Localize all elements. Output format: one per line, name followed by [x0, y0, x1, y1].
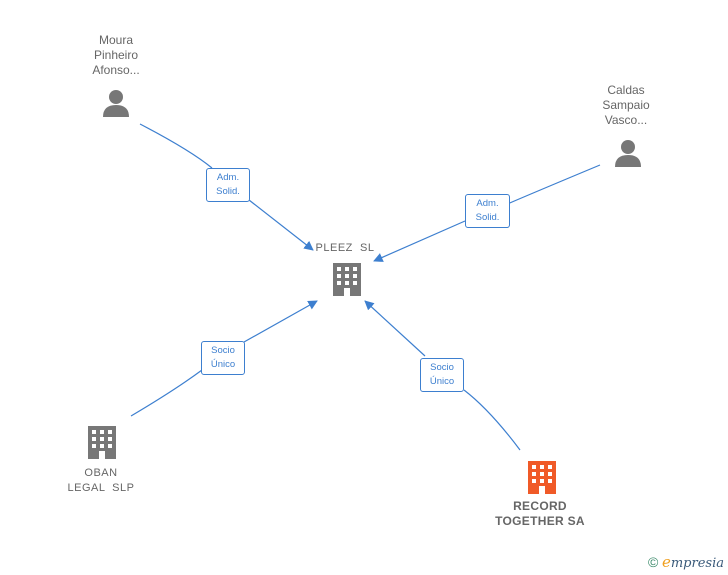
- node-label-line: Sampaio: [602, 98, 650, 112]
- edge-label-oban-pleez: Socio Único: [201, 341, 245, 375]
- edge-record-pleez-arrow: [364, 300, 426, 357]
- edge-label-record-pleez: Socio Único: [420, 358, 464, 392]
- node-label-line: TOGETHER SA: [495, 514, 585, 528]
- node-label-record[interactable]: RECORD TOGETHER SA: [480, 499, 600, 529]
- edge-label-caldas-pleez: Adm. Solid.: [465, 194, 510, 228]
- node-label-line: Moura: [98, 33, 133, 47]
- person-icon[interactable]: [103, 90, 129, 117]
- edge-record-pleez: [463, 389, 521, 451]
- edge-label-line: Único: [429, 376, 455, 387]
- brand-name: mpresia: [670, 556, 724, 571]
- brand-e: e: [661, 553, 671, 571]
- building-icon[interactable]: [88, 426, 116, 459]
- copyright-symbol: ©: [648, 554, 659, 570]
- node-label-line: Pinheiro: [93, 48, 139, 62]
- node-label-line: OBAN: [84, 467, 118, 479]
- edge-caldas-pleez-arrow: [373, 220, 466, 262]
- edge-oban-pleez-arrow: [243, 300, 318, 343]
- node-label-line: Vasco...: [604, 113, 648, 127]
- edge-label-line: Solid.: [216, 186, 240, 197]
- node-label-line: Afonso...: [92, 63, 140, 77]
- node-label-line: RECORD: [513, 499, 567, 513]
- edge-label-line: Único: [210, 359, 236, 370]
- person-icon[interactable]: [615, 140, 641, 167]
- node-label-line: LEGAL SLP: [67, 482, 135, 494]
- edge-label-line: Adm.: [216, 172, 240, 183]
- edge-caldas-pleez: [504, 164, 601, 206]
- edge-label-line: Socio: [430, 362, 454, 373]
- node-label-pleez[interactable]: PLEEZ SL: [300, 241, 390, 256]
- node-label-line: Caldas: [607, 83, 645, 97]
- edge-label-line: Adm.: [476, 198, 499, 209]
- node-label-moura[interactable]: Moura Pinheiro Afonso...: [76, 33, 156, 78]
- building-icon[interactable]: [333, 263, 361, 296]
- brand-logo: © empresia: [648, 553, 724, 571]
- building-icon[interactable]: [528, 461, 556, 494]
- node-label-caldas[interactable]: Caldas Sampaio Vasco...: [586, 83, 666, 128]
- edge-moura-pleez-arrow: [248, 199, 314, 251]
- node-label-oban[interactable]: OBAN LEGAL SLP: [55, 466, 147, 496]
- edge-oban-pleez: [130, 369, 203, 417]
- edge-label-line: Solid.: [475, 212, 500, 223]
- node-label-line: PLEEZ SL: [315, 242, 375, 254]
- edge-moura-pleez: [139, 123, 213, 169]
- edge-label-line: Socio: [211, 345, 235, 356]
- edge-label-moura-pleez: Adm. Solid.: [206, 168, 250, 202]
